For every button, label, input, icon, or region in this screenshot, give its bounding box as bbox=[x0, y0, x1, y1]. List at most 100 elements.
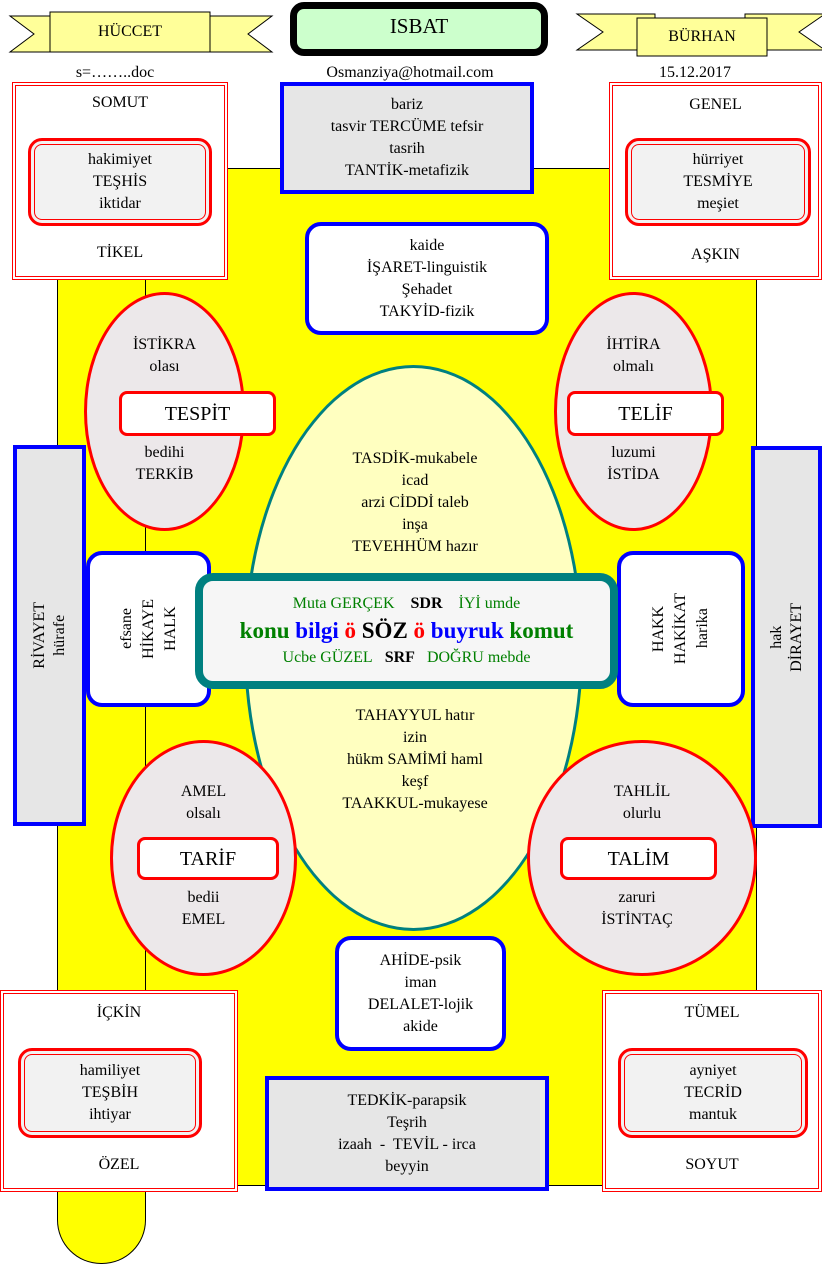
line: arzi CİDDİ taleb bbox=[361, 494, 469, 511]
text: ö bbox=[344, 618, 357, 643]
line: İHTİRA bbox=[606, 336, 661, 353]
line: inşa bbox=[402, 516, 428, 533]
ellipse-label-tarif: TARİF bbox=[137, 837, 279, 880]
center-line-3: Ucbe GÜZEL SRF DOĞRU mebde bbox=[283, 646, 531, 670]
line: İSTİKRA bbox=[132, 336, 197, 353]
email: Osmanziya@hotmail.com bbox=[326, 64, 494, 81]
line: HİKAYE bbox=[139, 599, 157, 659]
divider-line bbox=[145, 280, 146, 1185]
line: DELALET-lojik bbox=[367, 995, 474, 1013]
corner-bottom-label: ÖZEL bbox=[98, 1156, 140, 1173]
line: TASDİK-mukabele bbox=[352, 450, 478, 467]
line: harika bbox=[694, 609, 711, 649]
line: tasvir TERCÜME tefsir bbox=[330, 118, 484, 135]
title-box: ISBAT bbox=[290, 2, 548, 56]
line: RİVAYET bbox=[30, 602, 48, 669]
line: iktidar bbox=[99, 195, 141, 212]
line: İSTİNTAÇ bbox=[601, 911, 673, 928]
line: TERKİB bbox=[135, 466, 194, 483]
line: TAAKKUL-mukayese bbox=[342, 795, 488, 812]
line: TEDKİK-parapsik bbox=[347, 1091, 467, 1109]
line: bariz bbox=[391, 96, 423, 113]
ellipse-top-text: AMEL olsalı bbox=[110, 781, 297, 825]
text: komut bbox=[509, 618, 574, 643]
line: EMEL bbox=[181, 911, 226, 928]
corner-top-label: İÇKİN bbox=[96, 1004, 142, 1021]
line: mantuk bbox=[689, 1106, 737, 1123]
line: olsalı bbox=[186, 805, 221, 822]
line: TEŞHİS bbox=[92, 173, 148, 190]
line: TAKYİD-fizik bbox=[379, 302, 475, 320]
line: hükm SAMİMİ haml bbox=[347, 751, 483, 768]
corner-bottom-label: SOYUT bbox=[685, 1156, 739, 1173]
left-ribbon bbox=[8, 11, 274, 53]
text: ö bbox=[413, 618, 426, 643]
line: izin bbox=[403, 729, 427, 746]
corner-bottom-label: AŞKIN bbox=[691, 246, 740, 263]
line: TANTİK-metafizik bbox=[345, 162, 469, 179]
line: HAKK bbox=[650, 605, 667, 653]
line: hak bbox=[767, 625, 785, 649]
line: TECRİD bbox=[684, 1084, 742, 1101]
line: zaruri bbox=[618, 889, 656, 906]
line: TAHAYYUL hatır bbox=[355, 707, 475, 724]
text: SRF bbox=[384, 649, 415, 666]
line: ihtiyar bbox=[89, 1106, 131, 1123]
line: bedihi bbox=[144, 444, 185, 461]
text: Ucbe GÜZEL bbox=[282, 649, 373, 666]
line: iman bbox=[404, 973, 437, 991]
line: hürriyet bbox=[692, 151, 744, 168]
corner-top-label: TÜMEL bbox=[684, 1004, 740, 1021]
text: Muta GERÇEK bbox=[292, 595, 395, 612]
ellipse-top-text: İSTİKRA olası bbox=[84, 334, 245, 378]
right-ribbon bbox=[575, 13, 822, 57]
line: HALK bbox=[161, 606, 179, 652]
line: İSTİDA bbox=[607, 466, 660, 483]
line: izaah - TEVİL - irca bbox=[338, 1135, 476, 1153]
line: HAKİKAT bbox=[672, 593, 689, 665]
center-line-2: konu bilgi ö SÖZ ö buyruk komut bbox=[240, 616, 574, 646]
line: TEŞBİH bbox=[82, 1084, 138, 1101]
yellow-tab bbox=[57, 1180, 146, 1264]
line: icad bbox=[401, 472, 429, 489]
line: ayniyet bbox=[689, 1062, 737, 1079]
line: kaide bbox=[409, 236, 445, 254]
line: olası bbox=[149, 358, 180, 375]
line: TEVEHHÜM hazır bbox=[352, 538, 478, 555]
text: SÖZ bbox=[361, 618, 408, 643]
corner-top-label: GENEL bbox=[689, 96, 742, 113]
line: keşf bbox=[401, 773, 429, 790]
line: TESMİYE bbox=[683, 173, 753, 190]
line: tasrih bbox=[389, 140, 425, 157]
ellipse-label-tespit: TESPİT bbox=[119, 391, 276, 436]
line: olmalı bbox=[613, 358, 654, 375]
left-ribbon-label: HÜCCET bbox=[98, 23, 162, 40]
line: hürafe bbox=[50, 615, 68, 656]
line: Teşrih bbox=[387, 1113, 427, 1131]
date: 15.12.2017 bbox=[659, 64, 731, 81]
line: bedii bbox=[187, 889, 220, 906]
text: konu bbox=[239, 618, 290, 643]
line: hakimiyet bbox=[88, 151, 152, 168]
line: AMEL bbox=[180, 783, 227, 800]
file-name: s=……..doc bbox=[75, 64, 155, 81]
line: akide bbox=[403, 1017, 438, 1035]
line: DİRAYET bbox=[787, 602, 805, 672]
